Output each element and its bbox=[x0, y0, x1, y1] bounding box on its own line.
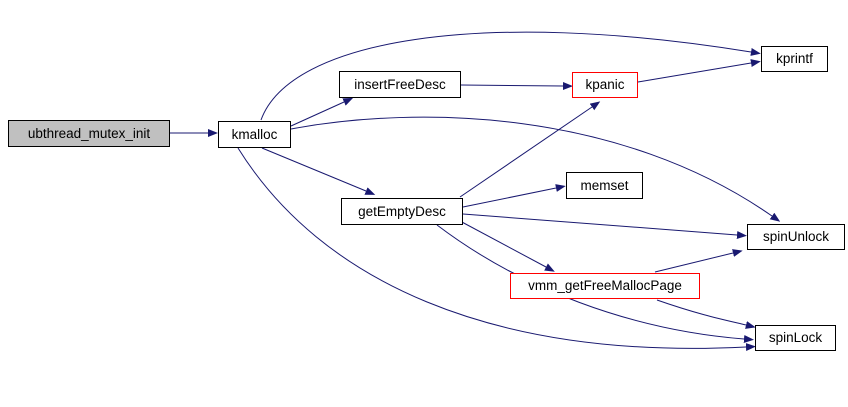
node-getEmptyDesc[interactable]: getEmptyDesc bbox=[341, 198, 463, 225]
edge-getEmptyDesc-to-memset bbox=[462, 184, 566, 208]
edge-kmalloc-to-kprintf bbox=[260, 31, 761, 121]
edge-getEmptyDesc-to-spinUnlock bbox=[462, 213, 747, 239]
edge-getEmptyDesc-to-vmm_getFreeMallocPage bbox=[459, 220, 555, 272]
node-memset[interactable]: memset bbox=[566, 172, 643, 199]
edge-kmalloc-to-spinUnlock bbox=[290, 116, 781, 222]
node-spinUnlock[interactable]: spinUnlock bbox=[747, 224, 845, 250]
edge-vmm_getFreeMallocPage-to-spinUnlock bbox=[654, 249, 743, 273]
node-insertFreeDesc[interactable]: insertFreeDesc bbox=[339, 71, 461, 98]
node-vmm_getFreeMallocPage[interactable]: vmm_getFreeMallocPage bbox=[510, 273, 700, 299]
edge-insertFreeDesc-to-kpanic bbox=[460, 82, 573, 90]
node-kprintf[interactable]: kprintf bbox=[761, 46, 828, 72]
edge-getEmptyDesc-to-kpanic bbox=[459, 101, 601, 198]
edge-getEmptyDesc-to-spinLock bbox=[436, 224, 754, 343]
edge-kmalloc-to-getEmptyDesc bbox=[261, 147, 376, 195]
node-ubthread_mutex_init: ubthread_mutex_init bbox=[8, 120, 170, 147]
edge-kmalloc-to-spinLock bbox=[237, 147, 756, 351]
node-kpanic[interactable]: kpanic bbox=[572, 72, 638, 98]
node-spinLock[interactable]: spinLock bbox=[755, 325, 836, 351]
edge-kmalloc-to-insertFreeDesc bbox=[290, 97, 354, 127]
edge-kpanic-to-kprintf bbox=[637, 59, 761, 83]
edge-vmm_getFreeMallocPage-to-spinLock bbox=[656, 299, 756, 329]
node-kmalloc[interactable]: kmalloc bbox=[218, 121, 291, 148]
